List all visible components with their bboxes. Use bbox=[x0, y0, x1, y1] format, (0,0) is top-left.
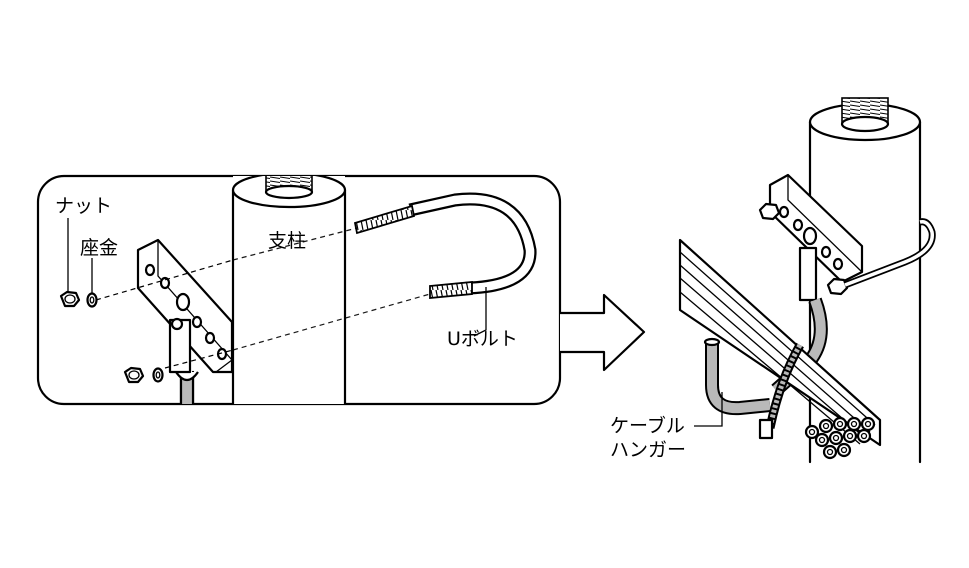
washer-lower bbox=[152, 367, 164, 383]
cable-bundle bbox=[678, 238, 882, 460]
exploded-view-panel: ナット 座金 支柱 Uボルト bbox=[36, 174, 562, 406]
nut-upper bbox=[59, 290, 81, 308]
assembled-bracket bbox=[758, 173, 936, 296]
cable-hanger-leader bbox=[694, 392, 723, 427]
assembled-hanger bbox=[703, 246, 828, 416]
washer-label: 座金 bbox=[80, 237, 118, 259]
cable-hanger-label-line2: ハンガー bbox=[610, 439, 686, 461]
nut-lower bbox=[123, 366, 145, 384]
washer-upper bbox=[86, 292, 98, 308]
cable-tie bbox=[758, 342, 804, 440]
pole bbox=[231, 176, 347, 404]
hanger-strap bbox=[175, 370, 199, 404]
right-arrow-icon bbox=[560, 293, 646, 372]
nut-label: ナット bbox=[55, 195, 112, 217]
mounting-bracket bbox=[136, 238, 234, 374]
u-bolt-leader bbox=[473, 287, 487, 337]
u-bolt-label: Uボルト bbox=[447, 328, 518, 350]
assembled-view: ケーブル ハンガー bbox=[610, 97, 936, 465]
cable-ends bbox=[804, 416, 876, 460]
u-bolt bbox=[353, 192, 537, 299]
pole-label: 支柱 bbox=[268, 230, 306, 252]
alignment-lines bbox=[95, 227, 431, 369]
cable-hanger-label-line1: ケーブル bbox=[610, 414, 685, 437]
